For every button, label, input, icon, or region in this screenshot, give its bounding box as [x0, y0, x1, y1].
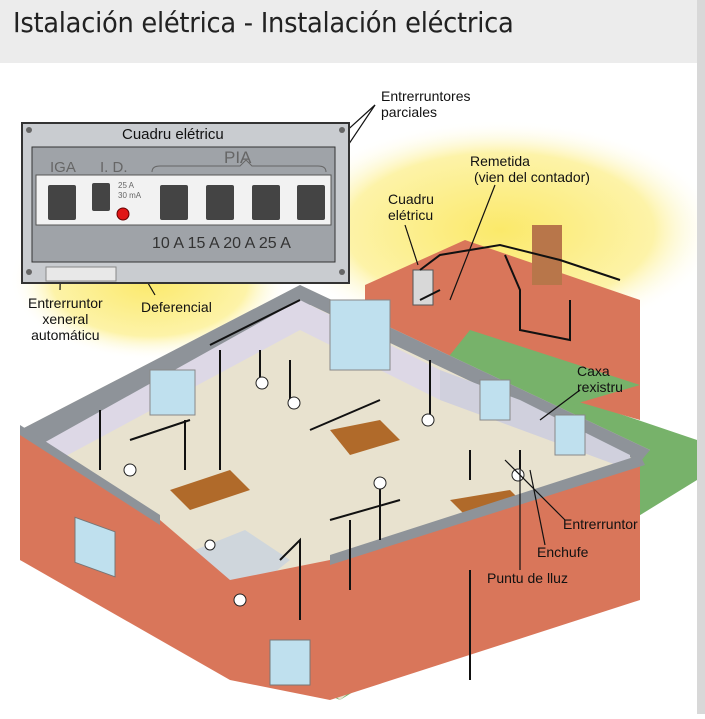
label-socket: Enchufe: [537, 544, 589, 560]
label-line: (vien del contador): [474, 169, 590, 185]
pia-rating: 10 A: [152, 235, 184, 252]
pia-rating: 20 A: [223, 235, 255, 252]
panel-title: Cuadru elétricu: [122, 126, 224, 143]
label-line: automáticu: [31, 327, 100, 343]
front-wall-left: [20, 430, 230, 680]
label-line: elétricu: [388, 207, 434, 223]
label-line: Entrerruntor: [28, 295, 103, 311]
label-line: Caxa: [577, 363, 610, 379]
electrical-panel: [21, 122, 350, 284]
house-illustration: [10, 104, 705, 700]
scrollbar[interactable]: [697, 0, 705, 714]
label-junction-box: Caxa rexistru: [577, 363, 623, 395]
page-header: Istalación elétrica - Instalación eléctr…: [0, 0, 697, 63]
wall-top: [20, 285, 320, 445]
label-line: parciales: [381, 104, 438, 120]
id-rating-current: 25 A: [118, 181, 135, 190]
label-line: Cuadru: [388, 191, 434, 207]
pia-rating: 25 A: [258, 235, 291, 252]
label-line: Entrerruntores: [381, 88, 471, 104]
pia-rating: 15 A: [187, 235, 219, 252]
wiring: [99, 243, 621, 680]
panel-label-iga: IGA: [50, 159, 76, 176]
page-title: Istalación elétrica - Instalación eléctr…: [13, 6, 514, 39]
panel-label-pia: PIA: [224, 148, 252, 167]
panel-label-id: I. D.: [100, 159, 128, 176]
id-rating: 25 A 30 mA: [118, 181, 141, 201]
label-panel: Cuadru elétricu: [388, 191, 434, 223]
id-rating-sensitivity: 30 mA: [118, 191, 142, 200]
label-line: xeneral: [42, 311, 89, 327]
label-line: rexistru: [577, 379, 623, 395]
label-service-entrance: Remetida (vien del contador): [470, 153, 590, 185]
label-light-point: Puntu de lluz: [487, 570, 568, 586]
test-button: [116, 207, 130, 221]
label-partial-switches: Entrerruntores parciales: [381, 88, 470, 120]
label-line: Remetida: [470, 153, 530, 169]
label-switch: Entrerruntor: [563, 516, 638, 532]
front-wall-right: [330, 460, 640, 700]
pia-ratings: 10 A 15 A 20 A 25 A: [152, 236, 291, 252]
light-points: [123, 376, 525, 607]
label-differential: Deferencial: [141, 299, 212, 315]
label-main-breaker: Entrerruntor xeneral automáticu: [28, 295, 103, 343]
electrical-installation-illustration: Cuadru elétricu IGA I. D. PIA 25 A 30 mA…: [0, 63, 705, 714]
